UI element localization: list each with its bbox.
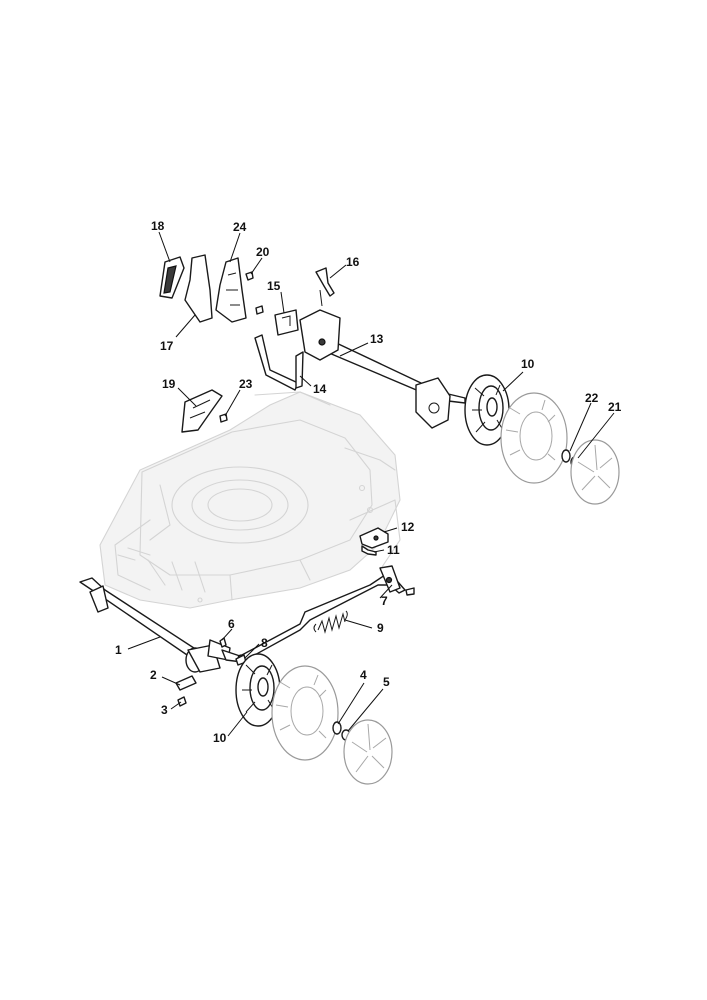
- callout-21: 21: [608, 400, 622, 414]
- callout-17: 17: [160, 339, 174, 353]
- leader-lines: [127, 231, 615, 737]
- callout-10-front: 10: [213, 731, 227, 745]
- bracket-part-12: [359, 527, 389, 549]
- bracket-part-19: [181, 389, 223, 433]
- rear-axle-part-13: [299, 309, 466, 429]
- rear-wheel-assembly: [464, 374, 620, 505]
- callout-6: 6: [228, 617, 235, 631]
- callout-18: 18: [151, 219, 165, 233]
- lever-cover-part-17: [184, 254, 213, 323]
- lever-grip-part-18: [159, 256, 185, 299]
- callout-labels: 18 24 20 16 15 17 13 14 19 23 10 22 21 1…: [115, 219, 622, 745]
- rod-part-14: [254, 334, 304, 391]
- callout-9: 9: [377, 621, 384, 635]
- callout-8: 8: [261, 636, 268, 650]
- callout-1: 1: [115, 643, 122, 657]
- spring-part-16: [315, 267, 335, 307]
- lever-body-part-24: [215, 257, 247, 323]
- callout-13: 13: [370, 332, 384, 346]
- callout-22: 22: [585, 391, 599, 405]
- callout-12: 12: [401, 520, 415, 534]
- callout-14: 14: [313, 382, 327, 396]
- clip-part-15: [274, 309, 299, 336]
- callout-5: 5: [383, 675, 390, 689]
- callout-23: 23: [239, 377, 253, 391]
- callout-11: 11: [387, 543, 400, 557]
- callout-19: 19: [162, 377, 176, 391]
- callout-10-rear: 10: [521, 357, 535, 371]
- callout-3: 3: [161, 703, 168, 717]
- callout-20: 20: [256, 245, 270, 259]
- callout-16: 16: [346, 255, 360, 269]
- callout-4: 4: [360, 668, 367, 682]
- callout-7: 7: [381, 594, 388, 608]
- callout-24: 24: [233, 220, 247, 234]
- callout-15: 15: [267, 279, 281, 293]
- mower-deck-ghost: [99, 391, 401, 609]
- front-axle-part-1: [79, 577, 231, 673]
- front-wheel-assembly: [235, 653, 393, 785]
- callout-2: 2: [150, 668, 157, 682]
- spring-part-9: [313, 610, 348, 634]
